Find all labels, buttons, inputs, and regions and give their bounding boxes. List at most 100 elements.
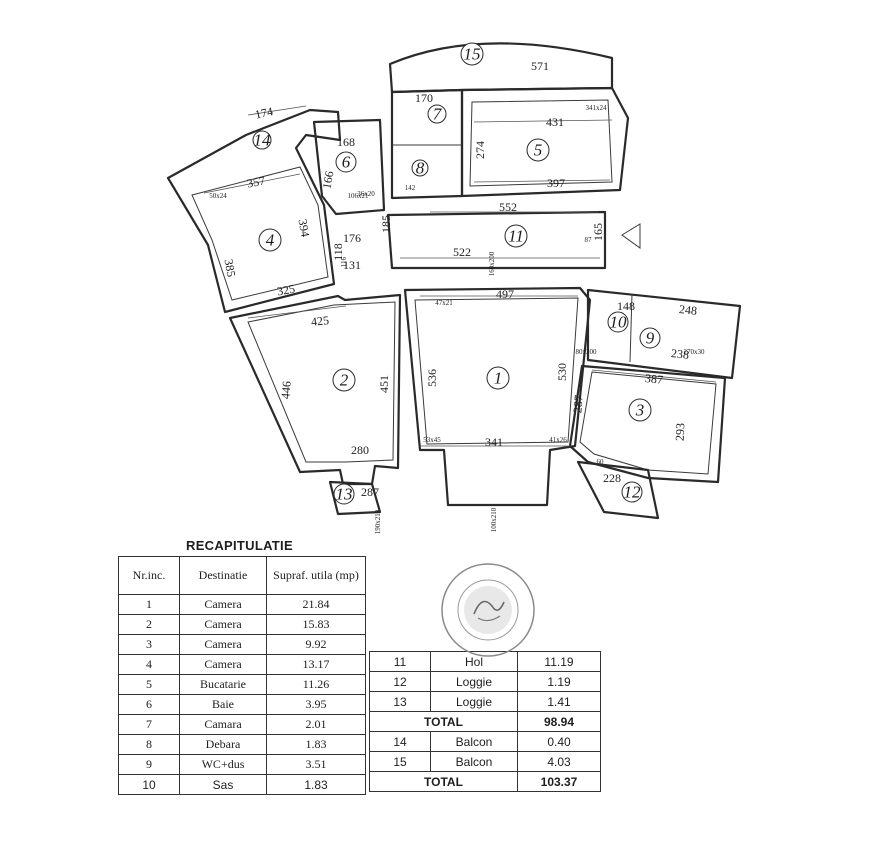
dim-label: 185 [379, 215, 393, 233]
header-area: Supraf. utila (mp) [266, 556, 366, 595]
dim-label: 571 [531, 59, 549, 73]
dim-label: 397 [547, 176, 565, 190]
small-label: 47x21 [435, 299, 453, 307]
cell-nr: 3 [118, 634, 180, 655]
header-nr: Nr.inc. [118, 556, 180, 595]
total-area: 98.94 [517, 711, 601, 732]
dim-label: 552 [499, 200, 517, 214]
dim-label: 385 [222, 258, 239, 278]
cell-nr: 1 [118, 594, 180, 615]
room-number: 15 [464, 45, 481, 64]
small-label: 106x21 [348, 192, 370, 200]
small-label: 160x200 [488, 251, 496, 276]
dim-label: 174 [254, 104, 275, 121]
small-label: 116 [340, 256, 348, 267]
small-annotations: 50x24 106x21 160x200 341x24 53x45 41x26 … [209, 104, 705, 534]
room-markers: 1 2 3 4 5 6 7 8 9 10 11 12 13 14 15 [252, 42, 661, 505]
room-number: 13 [336, 485, 353, 504]
dim-label: 536 [425, 369, 439, 387]
dim-label: 446 [278, 380, 294, 399]
cell-destination: Bucatarie [179, 674, 267, 695]
room-number: 7 [433, 105, 443, 124]
dim-label: 168 [337, 135, 355, 149]
dim-label: 248 [678, 302, 697, 318]
dim-label: 325 [276, 282, 296, 299]
dim-label: 387 [644, 371, 663, 387]
total-label: TOTAL [369, 771, 518, 792]
dimension-lines [203, 105, 717, 447]
cell-destination: Camera [179, 614, 267, 635]
recap-title: RECAPITULATIE [186, 538, 293, 553]
cell-destination: Camera [179, 654, 267, 675]
cell-destination: Hol [430, 651, 518, 672]
dim-label: 287 [570, 394, 586, 413]
cell-nr: 14 [369, 731, 431, 752]
cell-area: 1.83 [266, 734, 366, 755]
cell-area: 3.51 [266, 754, 366, 775]
cell-destination: Debara [179, 734, 267, 755]
room-number: 3 [635, 401, 645, 420]
cell-nr: 4 [118, 654, 180, 675]
cell-nr: 5 [118, 674, 180, 695]
room-number: 1 [494, 369, 503, 388]
dim-label: 176 [343, 231, 361, 245]
total-area: 103.37 [517, 771, 601, 792]
cell-area: 2.01 [266, 714, 366, 735]
dim-label: 280 [351, 443, 369, 457]
room-number: 12 [624, 483, 642, 502]
room-number: 6 [342, 153, 351, 172]
cell-nr: 12 [369, 671, 431, 692]
cell-area: 1.83 [266, 774, 366, 795]
dim-label: 431 [546, 115, 564, 129]
cell-area: 0.40 [517, 731, 601, 752]
cell-destination: Baie [179, 694, 267, 715]
dim-label: 522 [453, 245, 471, 259]
dimension-labels: 174 357 394 385 325 166 168 176 118 131 … [222, 59, 698, 499]
room-number: 8 [416, 159, 425, 178]
small-label: 50x24 [209, 192, 227, 200]
dim-label: 228 [603, 471, 621, 485]
room-number: 14 [254, 131, 272, 150]
cell-area: 11.26 [266, 674, 366, 695]
small-label: 87 [585, 236, 593, 244]
dim-label: 165 [591, 223, 605, 241]
cell-nr: 11 [369, 651, 431, 672]
dim-label: 287 [361, 485, 379, 499]
cell-destination: Loggie [430, 691, 518, 712]
cell-nr: 10 [118, 774, 180, 795]
cell-destination: Camera [179, 594, 267, 615]
dim-label: 131 [343, 258, 361, 272]
dim-label: 530 [555, 363, 569, 381]
cell-nr: 15 [369, 751, 431, 772]
room-number: 11 [508, 227, 524, 246]
table-header-row: Nr.inc. Destinatie Supraf. utila (mp) [118, 556, 366, 595]
small-label: 80x200 [576, 348, 598, 356]
room-number: 10 [610, 313, 628, 332]
cell-area: 1.41 [517, 691, 601, 712]
small-label: 53x45 [423, 436, 441, 444]
dim-label: 238 [670, 346, 689, 362]
cell-area: 4.03 [517, 751, 601, 772]
dim-label: 293 [673, 423, 688, 441]
total-label: TOTAL [369, 711, 518, 732]
cadastre-stamp [441, 563, 535, 657]
cell-destination: Loggie [430, 671, 518, 692]
cell-area: 9.92 [266, 634, 366, 655]
cell-nr: 6 [118, 694, 180, 715]
dim-label: 425 [310, 313, 329, 329]
dim-label: 274 [473, 141, 487, 159]
cell-area: 1.19 [517, 671, 601, 692]
dim-label: 357 [246, 173, 266, 190]
dim-label: 166 [320, 170, 337, 190]
